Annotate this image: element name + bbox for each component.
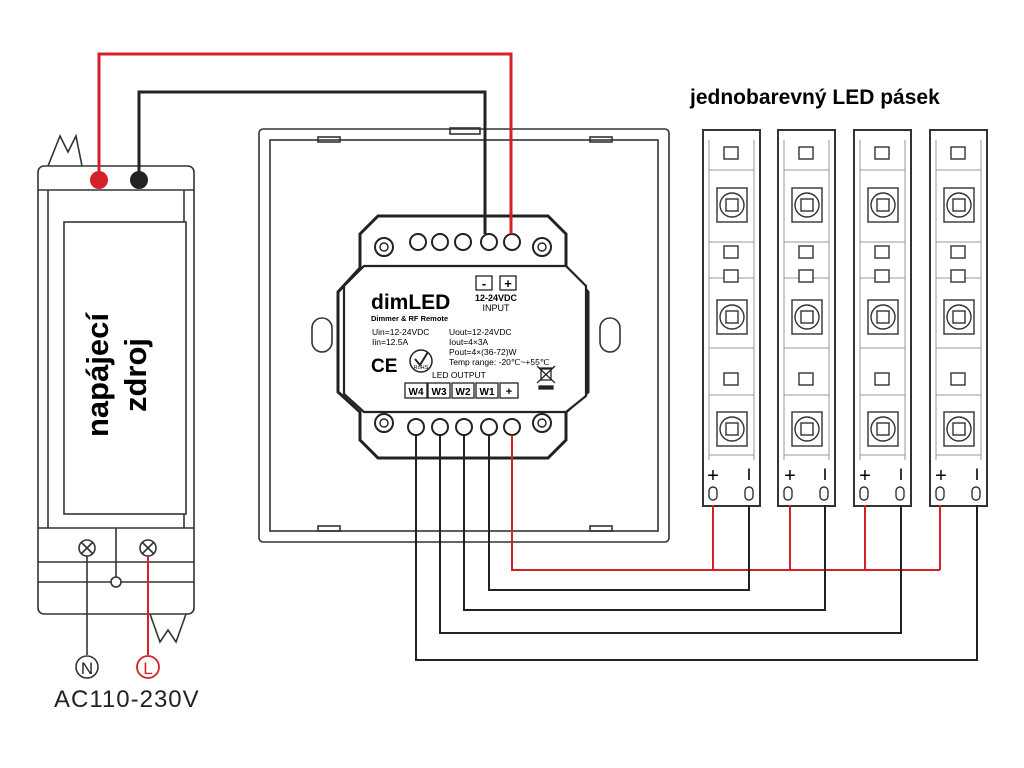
output-wires <box>415 435 978 661</box>
output-labels <box>404 382 519 399</box>
led-strip-4 <box>929 129 988 507</box>
output-w3-wire <box>439 435 902 634</box>
strip-terminal-labels: + I + I + I + I <box>707 465 979 487</box>
led-output-label: LED OUTPUT <box>432 370 486 380</box>
psu-minus-terminal <box>130 171 148 189</box>
led-strip-3 <box>853 129 912 507</box>
svg-text:I: I <box>899 465 904 484</box>
input-plus-label: + <box>504 276 512 291</box>
input-voltage-label: 12-24VDC <box>475 293 518 303</box>
svg-text:+: + <box>935 465 947 487</box>
weee-bin-icon <box>536 365 556 390</box>
iout-label: Iout=4×3A <box>449 337 489 347</box>
input-minus-wire <box>137 90 487 234</box>
output-w4-label: W4 <box>409 387 424 398</box>
output-w3-label: W3 <box>432 387 447 398</box>
led-strip-1 <box>702 129 761 507</box>
svg-text:+: + <box>784 465 796 487</box>
psu-plus-terminal <box>90 171 108 189</box>
mains-voltage-label: AC110-230V <box>54 686 200 713</box>
ce-mark: CE <box>371 356 397 377</box>
output-w4-wire <box>415 435 978 661</box>
input-minus-label: - <box>482 276 486 291</box>
temp-label: Temp range: -20℃~+55℃ <box>449 357 550 367</box>
strip-title: jednobarevný LED pásek <box>690 86 940 109</box>
output-w1-label: W1 <box>480 387 495 398</box>
output-plus-label: + <box>506 386 512 398</box>
svg-text:+: + <box>707 465 719 487</box>
uout-label: Uout=12-24VDC <box>449 327 512 337</box>
svg-text:+: + <box>859 465 871 487</box>
svg-text:I: I <box>747 465 752 484</box>
controller-module: - + 12-24VDC INPUT dimLED Dimmer & RF Re… <box>336 214 590 460</box>
input-label: INPUT <box>483 303 511 313</box>
mains-n-label: N <box>81 659 93 678</box>
psu-label-line2: zdroj <box>118 338 153 412</box>
svg-text:RoHS: RoHS <box>414 365 429 371</box>
pout-label: Pout=4×(36-72)W <box>449 347 517 357</box>
led-strips <box>702 129 988 507</box>
power-supply <box>37 133 195 644</box>
input-terminals <box>409 233 521 251</box>
output-w2-wire <box>463 435 826 611</box>
uin-label: Uin=12-24VDC <box>372 327 429 337</box>
psu-label-line1: napájecí <box>80 312 115 437</box>
brand-label: dimLED <box>371 291 450 314</box>
output-terminals <box>407 418 521 436</box>
subtitle-label: Dimmer & RF Remote <box>371 314 448 323</box>
svg-text:I: I <box>823 465 828 484</box>
iin-label: Iin=12.5A <box>372 337 408 347</box>
led-strip-2 <box>777 129 836 507</box>
rohs-mark: RoHS <box>409 349 433 373</box>
output-plus-wire <box>511 435 940 571</box>
input-plus-wire <box>97 52 513 234</box>
mains-wires <box>75 556 160 679</box>
output-w1-wire <box>488 435 750 591</box>
svg-text:I: I <box>975 465 980 484</box>
output-w2-label: W2 <box>456 387 471 398</box>
mains-l-label: L <box>143 659 152 678</box>
